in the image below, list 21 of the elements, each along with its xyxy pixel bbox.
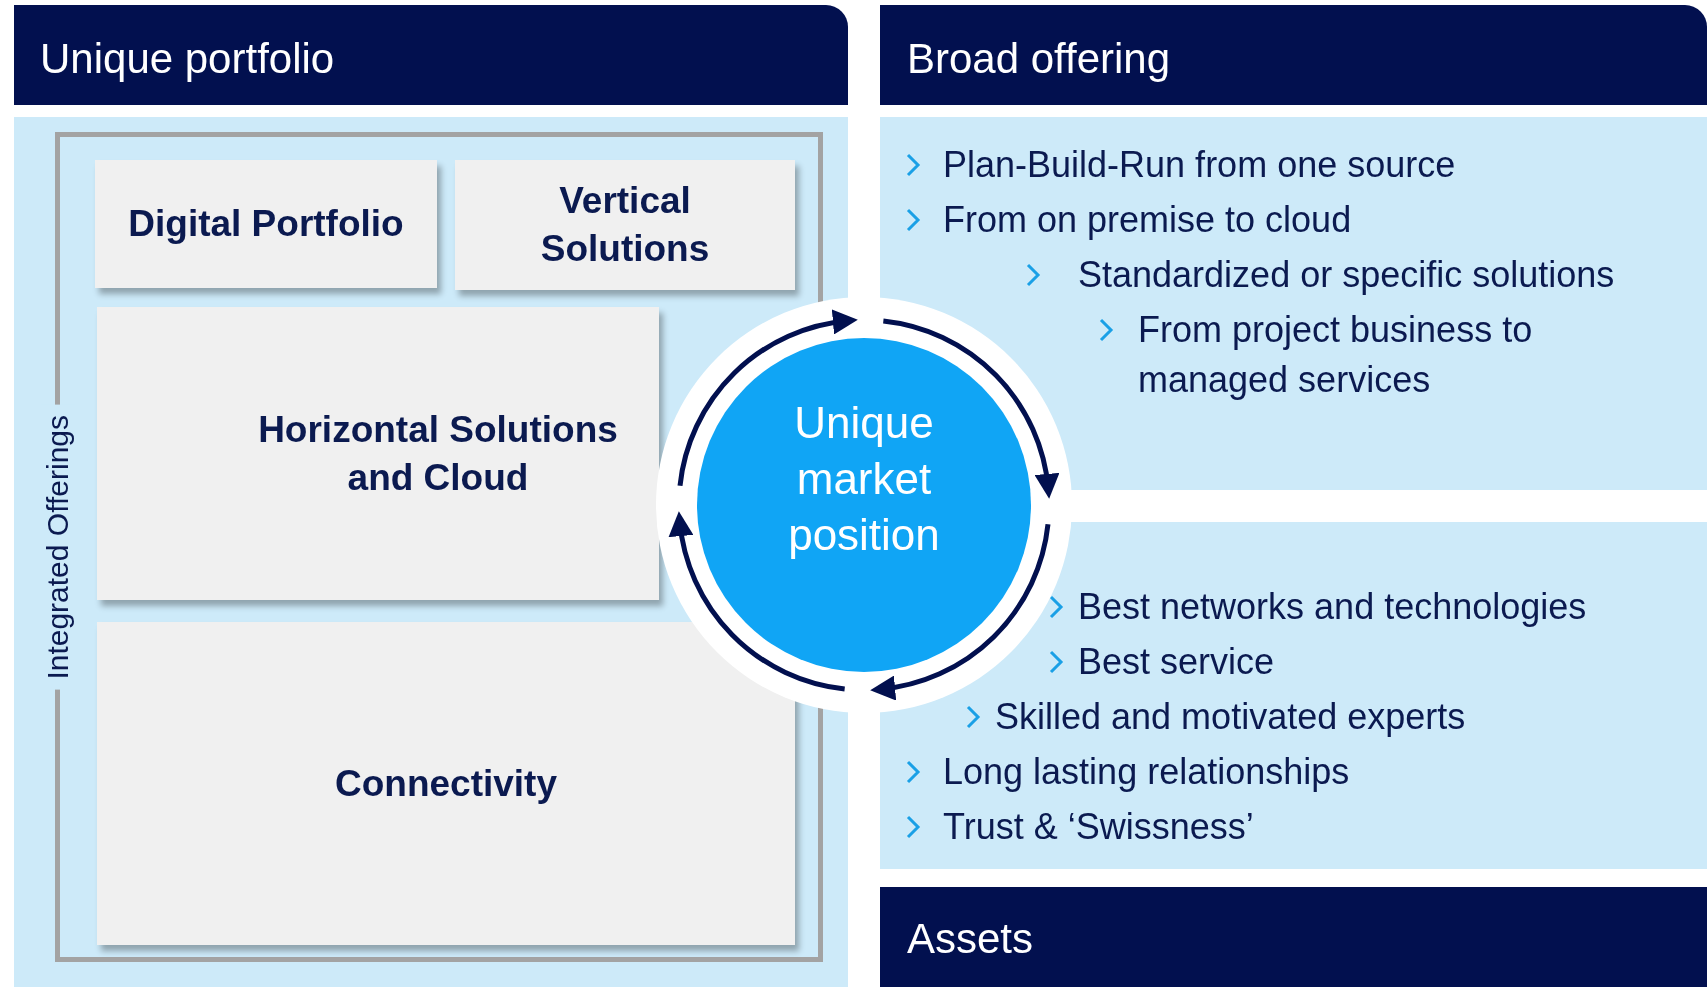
panel-heading: Unique portfolio — [40, 35, 335, 83]
portfolio-box — [95, 160, 437, 288]
box-title: Digital Portfolio — [128, 202, 404, 246]
box-title: Horizontal Solutions and Cloud — [257, 407, 619, 500]
bullet-text: Skilled and motivated experts — [995, 695, 1466, 739]
bullet-text: From on premise to cloud — [943, 198, 1352, 242]
panel-heading: Broad offering — [907, 35, 1171, 83]
panel-heading: Assets — [907, 915, 1034, 963]
bullet-text: Best networks and technologies — [1078, 585, 1587, 629]
box-title: Connectivity — [334, 761, 557, 806]
circle-text: Unique market position — [787, 397, 941, 561]
bullet-text: Standardized or specific solutions — [1078, 253, 1615, 297]
bullet-text: Trust & ‘Swissness’ — [943, 805, 1254, 849]
bullet-text: From project business to managed services — [1138, 308, 1534, 402]
bullet-text: Long lasting relationships — [943, 750, 1350, 794]
box-title: Vertical Solutions — [539, 179, 711, 271]
solutions-box — [97, 307, 659, 600]
bullet-text: Plan-Build-Run from one source — [943, 143, 1456, 187]
bullet-text: Best service — [1078, 640, 1275, 684]
solutions-box — [455, 160, 795, 290]
connectivity-box — [97, 622, 795, 945]
